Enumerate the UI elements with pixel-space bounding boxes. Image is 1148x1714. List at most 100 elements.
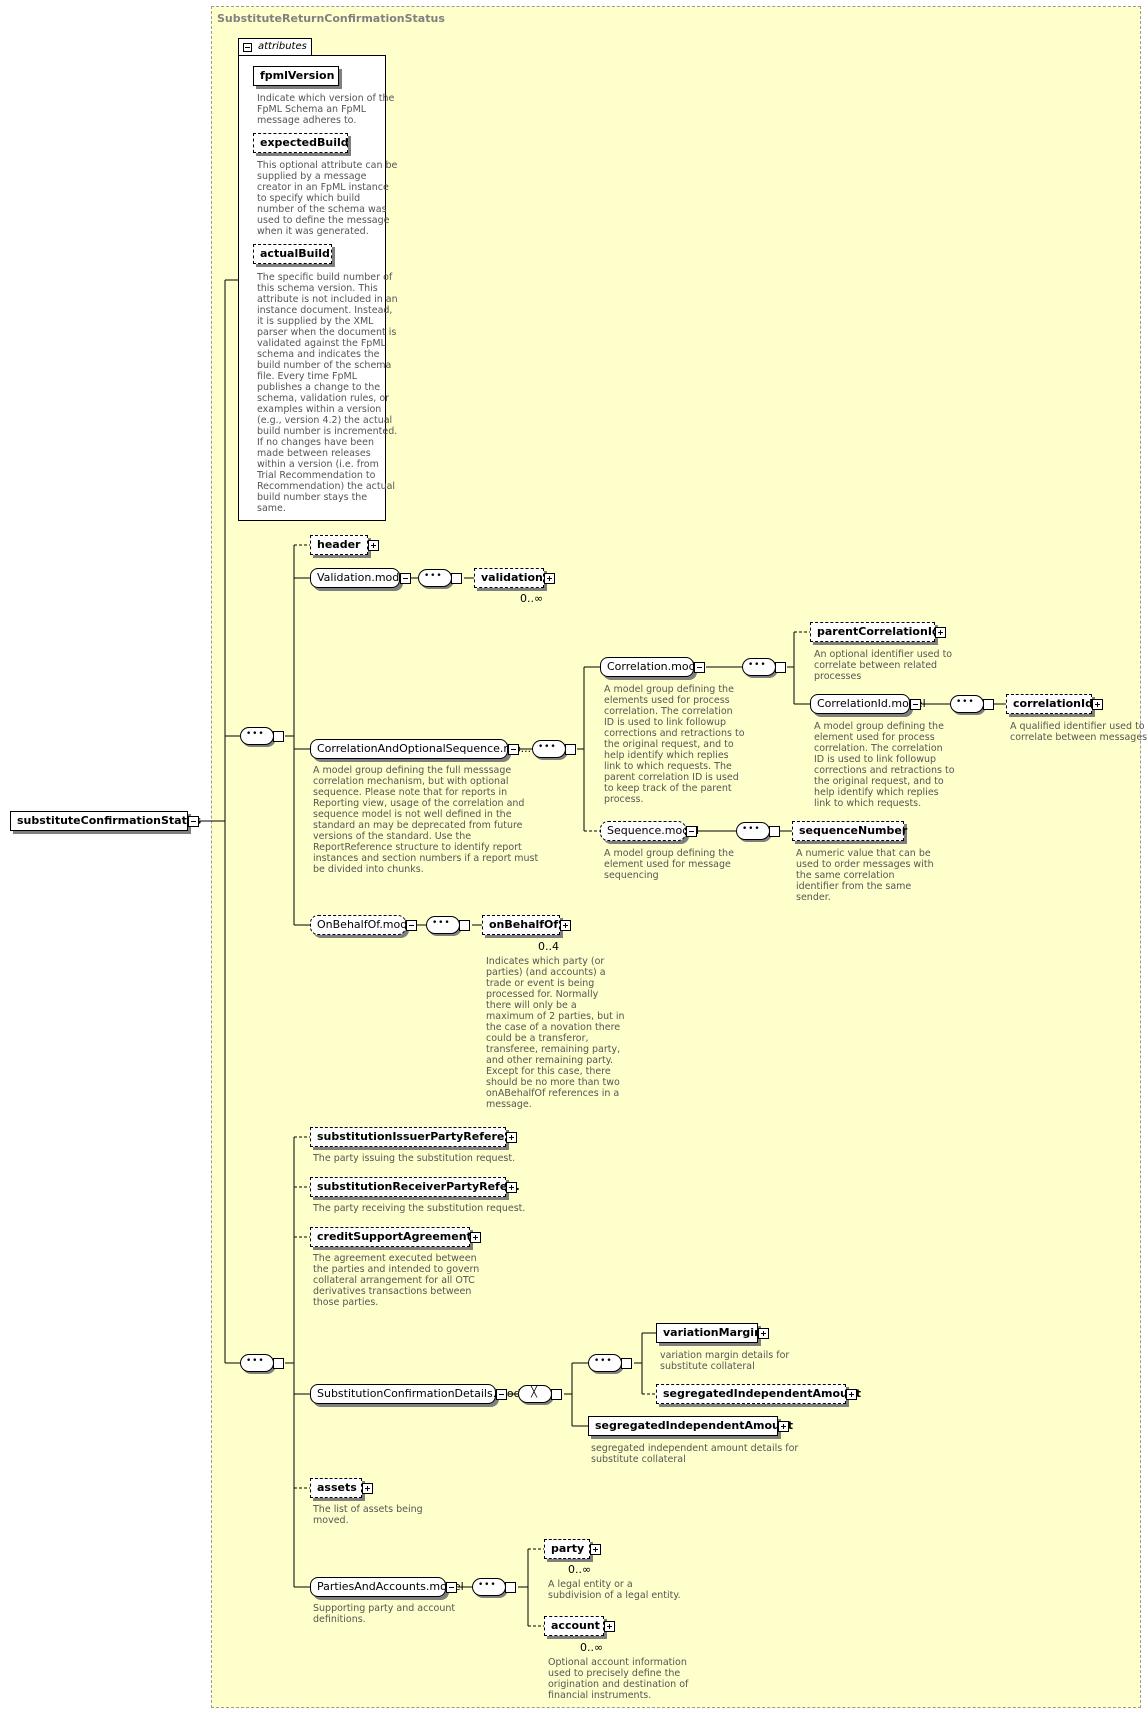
element-label: account [551, 1619, 600, 1632]
element-party[interactable]: party [544, 1539, 601, 1559]
expand-icon[interactable] [846, 1389, 857, 1400]
collapse-icon[interactable] [551, 1389, 562, 1400]
expand-icon[interactable] [1092, 699, 1103, 710]
element-description: A numeric value that can be used to orde… [796, 848, 934, 903]
collapse-icon[interactable] [769, 826, 780, 837]
collapse-icon[interactable] [694, 662, 705, 673]
element-validation[interactable]: validation [474, 568, 555, 588]
sequence-compositor [742, 658, 776, 676]
cardinality-label: 0..∞ [580, 1641, 604, 1654]
collapse-icon[interactable] [273, 1358, 284, 1369]
element-label: header [317, 538, 361, 551]
expand-icon[interactable] [604, 1621, 615, 1632]
collapse-icon[interactable] [621, 1358, 632, 1369]
sequence-compositor [418, 569, 452, 587]
element-label: segregatedIndependentAmount [595, 1419, 793, 1432]
sequence-compositor [240, 1354, 274, 1372]
group-label: PartiesAndAccounts.model [317, 1580, 464, 1593]
expand-icon[interactable] [778, 1421, 789, 1432]
group-description: A model group defining the full messsage… [313, 765, 539, 875]
attribute-fpmlversion[interactable]: fpmlVersion [253, 66, 339, 86]
element-label: onBehalfOf [489, 918, 559, 931]
group-correlation-optional-sequence[interactable]: CorrelationAndOptionalSequence.mo... [310, 739, 531, 759]
element-label: validation [481, 571, 543, 584]
collapse-icon[interactable] [686, 826, 697, 837]
root-element[interactable]: substituteConfirmationStatus [10, 811, 201, 831]
collapse-icon[interactable] [496, 1389, 507, 1400]
element-substitution-issuer-party-reference[interactable]: substitutionIssuerPartyRefere... [310, 1127, 517, 1147]
element-correlation-id[interactable]: correlationId [1006, 694, 1103, 714]
root-element-label: substituteConfirmationStatus [17, 814, 202, 827]
element-segregated-independent-amount-optional[interactable]: segregatedIndependentAmount [656, 1384, 861, 1404]
expand-icon[interactable] [590, 1544, 601, 1555]
attribute-description: Indicate which version of the FpML Schem… [257, 93, 395, 126]
element-description: variation margin details for substitute … [660, 1350, 790, 1372]
complex-type-title: SubstituteReturnConfirmationStatus [217, 12, 445, 25]
collapse-icon[interactable] [910, 699, 921, 710]
cardinality-label: 0..4 [538, 940, 559, 953]
collapse-icon[interactable] [400, 573, 411, 584]
element-assets[interactable]: assets [310, 1478, 373, 1498]
collapse-icon[interactable] [188, 816, 199, 827]
expand-icon[interactable] [362, 1483, 373, 1494]
group-label: CorrelationId.model [817, 697, 926, 710]
element-parent-correlation-id[interactable]: parentCorrelationId [810, 622, 946, 642]
collapse-icon[interactable] [505, 1582, 516, 1593]
expand-icon[interactable] [368, 540, 379, 551]
group-sequence-model[interactable]: Sequence.model [600, 821, 699, 841]
expand-icon[interactable] [506, 1132, 517, 1143]
attribute-actualbuild[interactable]: actualBuild [253, 244, 332, 264]
cardinality-label: 0..∞ [520, 592, 544, 605]
expand-icon[interactable] [560, 920, 571, 931]
group-on-behalf-of-model[interactable]: OnBehalfOf.model [310, 915, 417, 935]
element-sequence-number[interactable]: sequenceNumber [792, 821, 907, 841]
element-on-behalf-of[interactable]: onBehalfOf [482, 915, 571, 935]
element-variation-margin[interactable]: variationMargin [656, 1323, 769, 1343]
attributes-tab[interactable]: attributes [238, 38, 312, 56]
group-substitution-confirmation-details-model[interactable]: SubstitutionConfirmationDetails.model [310, 1384, 530, 1404]
group-label: OnBehalfOf.model [317, 918, 418, 931]
collapse-icon[interactable] [451, 573, 462, 584]
expand-icon[interactable] [935, 627, 946, 638]
sequence-compositor [950, 695, 984, 713]
collapse-icon[interactable] [775, 662, 786, 673]
expand-icon[interactable] [544, 573, 555, 584]
element-description: The agreement executed between the parti… [313, 1253, 480, 1308]
expand-icon[interactable] [506, 1182, 517, 1193]
collapse-icon[interactable] [565, 744, 576, 755]
sequence-compositor [240, 727, 274, 745]
collapse-icon[interactable] [446, 1582, 457, 1593]
sequence-compositor [588, 1354, 622, 1372]
group-description: A model group defining the element used … [604, 848, 734, 881]
sequence-compositor [472, 1578, 506, 1596]
element-description: Optional account information used to pre… [548, 1657, 689, 1701]
collapse-icon[interactable] [459, 920, 470, 931]
element-header[interactable]: header [310, 535, 379, 555]
cardinality-label: 0..∞ [568, 1563, 592, 1576]
expand-icon[interactable] [758, 1328, 769, 1339]
attributes-panel [238, 55, 386, 521]
collapse-icon[interactable] [508, 744, 519, 755]
element-substitution-receiver-party-reference[interactable]: substitutionReceiverPartyRefe... [310, 1177, 520, 1197]
collapse-icon[interactable] [243, 43, 252, 52]
element-description: Indicates which party (or parties) (and … [486, 956, 625, 1110]
attribute-description: The specific build number of this schema… [257, 272, 398, 514]
element-label: assets [317, 1481, 357, 1494]
element-segregated-independent-amount[interactable]: segregatedIndependentAmount [588, 1416, 793, 1436]
collapse-icon[interactable] [406, 920, 417, 931]
expand-icon[interactable] [470, 1232, 481, 1243]
group-correlation-id-model[interactable]: CorrelationId.model [810, 694, 926, 714]
group-description: A model group defining the elements used… [604, 684, 745, 805]
group-parties-and-accounts-model[interactable]: PartiesAndAccounts.model [310, 1577, 464, 1597]
attribute-expectedbuild[interactable]: expectedBuild [253, 133, 349, 153]
group-validation-model[interactable]: Validation.model [310, 568, 411, 588]
collapse-icon[interactable] [983, 699, 994, 710]
group-label: SubstitutionConfirmationDetails.model [317, 1387, 531, 1400]
group-correlation-model[interactable]: Correlation.model [600, 657, 705, 677]
collapse-icon[interactable] [273, 731, 284, 742]
element-label: substitutionIssuerPartyRefere... [317, 1130, 517, 1143]
element-credit-support-agreement[interactable]: creditSupportAgreement [310, 1227, 481, 1247]
element-account[interactable]: account [544, 1616, 615, 1636]
